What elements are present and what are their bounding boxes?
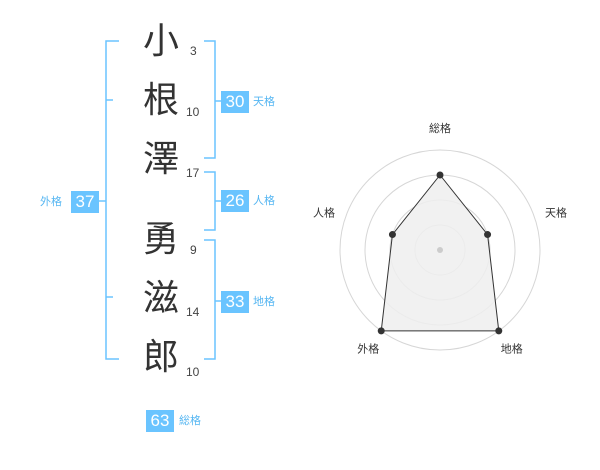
gaikaku-label: 外格 xyxy=(40,195,62,208)
name-char-3: 澤 xyxy=(142,139,179,180)
tenkaku-label: 天格 xyxy=(253,95,275,108)
soukaku-label: 総格 xyxy=(179,414,201,427)
radar-point xyxy=(377,327,385,335)
radar-points xyxy=(377,171,503,335)
radar-point xyxy=(388,231,396,239)
radar-axis-label: 外格 xyxy=(357,342,379,356)
radar-ring xyxy=(339,149,541,351)
chikaku-bracket xyxy=(204,239,216,360)
name-char-6: 郎 xyxy=(142,337,179,378)
radar-point xyxy=(495,327,503,335)
radar-axis-label: 総格 xyxy=(429,121,451,135)
radar-point xyxy=(436,171,444,179)
jinkaku-value: 26 xyxy=(221,190,249,212)
name-char-5: 滋 xyxy=(142,278,179,319)
radar-point xyxy=(484,231,492,239)
radar-axis-label: 人格 xyxy=(313,205,335,219)
chikaku-label: 地格 xyxy=(253,295,275,308)
radar-axis-label: 天格 xyxy=(545,205,567,219)
name-char-2: 根 xyxy=(142,80,179,121)
stroke-count-3: 17 xyxy=(186,166,200,180)
soukaku-value: 63 xyxy=(146,410,174,432)
radar-center-dot xyxy=(437,247,443,253)
name-char-1: 小 xyxy=(142,21,179,62)
stroke-count-4: 9 xyxy=(190,243,197,257)
jinkaku-label: 人格 xyxy=(253,194,275,207)
radar-axis-label: 地格 xyxy=(501,342,523,356)
gaikaku-value: 37 xyxy=(71,191,99,213)
gaikaku-bracket xyxy=(105,40,119,360)
stroke-count-5: 14 xyxy=(186,305,200,319)
stroke-count-2: 10 xyxy=(186,105,200,119)
chikaku-value: 33 xyxy=(221,291,249,313)
stroke-count-6: 10 xyxy=(186,365,200,379)
tenkaku-bracket xyxy=(204,40,216,159)
name-char-4: 勇 xyxy=(142,219,179,260)
tenkaku-value: 30 xyxy=(221,91,249,113)
stroke-count-1: 3 xyxy=(190,44,197,58)
